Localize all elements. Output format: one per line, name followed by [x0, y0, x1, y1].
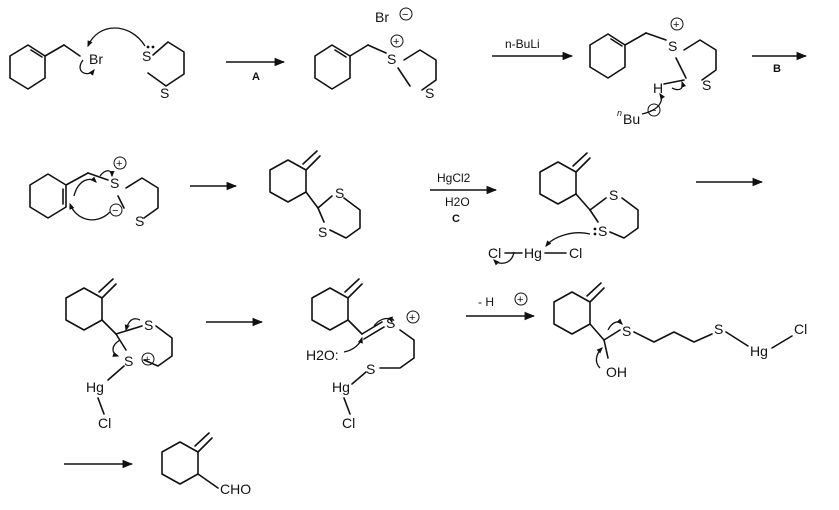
aldehyde-product: CHO: [161, 432, 251, 497]
sulfonium-ylide: S + S −: [29, 156, 159, 229]
reagent-h2o: H2O: [445, 195, 470, 209]
svg-text:+: +: [144, 354, 150, 366]
sulfur-label-6a: S: [609, 187, 618, 203]
curly-arrow-cs-pibond: [373, 316, 393, 327]
sulfur-label-4: S: [135, 213, 144, 229]
sulfur-label-5b: S: [318, 224, 327, 240]
chlorine-label-7: Cl: [98, 415, 111, 431]
curly-arrow-deprotonation: [641, 92, 666, 115]
sulfur-label-7a: S: [144, 317, 153, 333]
reagent-B: B: [773, 63, 781, 75]
svg-text:+: +: [517, 294, 523, 306]
chlorine-label-9: Cl: [794, 321, 807, 337]
sulfur-label-1b: S: [160, 85, 169, 101]
rearranged-dithiane: S S: [269, 150, 361, 240]
curly-arrow-cs-cleavage: [112, 339, 121, 357]
curly-arrow-s-lonepair: [124, 318, 141, 332]
sulfonium-bromide: Br − S + S: [314, 7, 437, 101]
mercury-sulfonium-complex: S S + Hg Cl: [65, 278, 173, 431]
sulfur-label-3: S: [702, 77, 711, 93]
curly-arrow-sulfur-attack: [87, 27, 146, 48]
curly-arrow-s-to-hg: [545, 232, 591, 248]
sulfur-label-6b: S: [598, 223, 607, 239]
mercury-label-9: Hg: [750, 343, 768, 359]
dithiane-mercury-coordination: S S Cl Hg Cl: [488, 152, 639, 261]
curly-arrow-ch-bond: [671, 80, 687, 91]
sulfonium-label-7b: S: [124, 353, 133, 369]
curly-arrow-bromide-leaving: [79, 59, 95, 76]
svg-text:−: −: [650, 105, 656, 117]
svg-text:+: +: [393, 36, 399, 48]
curly-arrow-sc-cleavage: [99, 170, 115, 178]
hydroxyl-label: OH: [606, 364, 627, 380]
curly-arrow-alkene-shift: [73, 176, 97, 197]
svg-text:+: +: [673, 19, 679, 31]
butyl-n-label: n: [617, 108, 622, 118]
svg-text:+: +: [409, 312, 415, 324]
sulfur-label-8: S: [366, 361, 375, 377]
hydrogen-label: H: [653, 80, 663, 96]
reagent-A: A: [252, 71, 260, 83]
mercury-label-6: Hg: [524, 245, 542, 261]
curly-arrow-cs-break: [607, 318, 623, 331]
sulfonium-label-8: S: [386, 315, 395, 331]
curly-arrow-ylide-attack: [69, 202, 111, 221]
reagent-minus-h: - H: [478, 295, 494, 309]
water-label: H2O:: [306, 347, 339, 363]
svg-text:−: −: [112, 205, 118, 217]
mercury-label-7: Hg: [86, 379, 104, 395]
chlorine-label-6a: Cl: [488, 245, 501, 261]
sulfur-label-5a: S: [335, 185, 344, 201]
curly-arrow-hg-cl: [493, 251, 515, 266]
svg-text:+: +: [116, 158, 122, 170]
hemithioacetal-intermediate: OH S S Hg Cl: [553, 282, 807, 380]
butyl-anion-label: Bu: [623, 111, 640, 127]
bromine-label: Br: [89, 51, 103, 67]
svg-text:−: −: [402, 9, 408, 21]
sulfur-label-1a: S: [142, 48, 151, 64]
chlorine-label-8: Cl: [342, 415, 355, 431]
thionium-water-attack: S + S H2O: Hg Cl: [306, 278, 420, 431]
reagent-C: C: [452, 213, 460, 225]
sulfur-label-9b: S: [714, 321, 723, 337]
sulfonium-label-2: S: [387, 51, 396, 67]
bromide-label: Br: [375, 9, 389, 25]
curly-arrow-water-attack: [343, 336, 363, 353]
sulfonium-deprotonation: S + S H n Bu −: [589, 17, 717, 127]
cyclohexenylmethyl-bromide: Br: [9, 44, 103, 90]
sulfur-label-9a: S: [622, 323, 631, 339]
reagent-nbuli: n-BuLi: [505, 37, 540, 51]
sulfonium-label-4: S: [110, 175, 119, 191]
aldehyde-label: CHO: [220, 481, 251, 497]
mercury-label-8: Hg: [332, 379, 350, 395]
curly-arrow-oh-lonepair: [595, 347, 603, 369]
chlorine-label-6b: Cl: [569, 245, 582, 261]
reagent-hgcl2: HgCl2: [437, 171, 471, 185]
dithiane-1: S S: [142, 41, 185, 101]
sulfonium-label-3: S: [668, 38, 677, 54]
sulfur-label-2: S: [425, 85, 434, 101]
